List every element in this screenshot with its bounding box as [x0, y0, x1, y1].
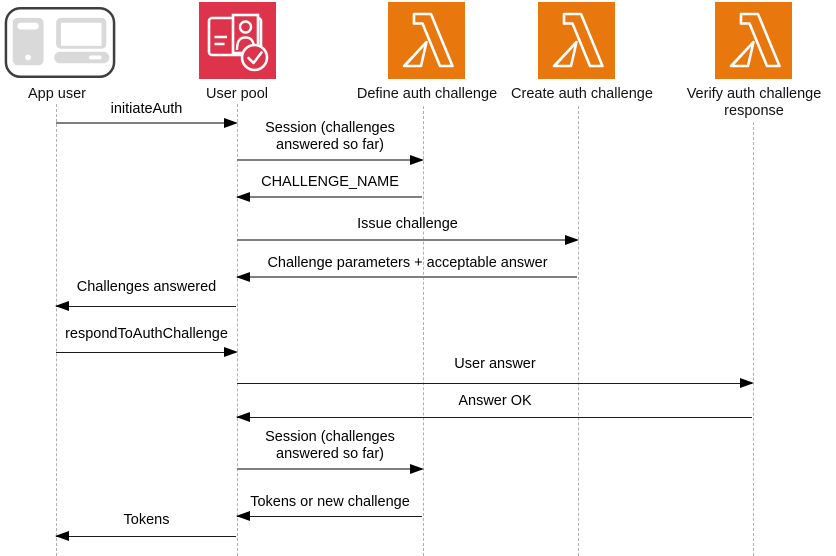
- lambda-icon: [538, 2, 615, 79]
- message-label: Answer OK: [458, 393, 532, 409]
- message-label: User answer: [454, 356, 536, 372]
- message-label: Challenge parameters + acceptable answer: [267, 255, 548, 271]
- lifeline-verify-auth-challenge-response: [753, 122, 754, 556]
- arrowhead-right-icon: [740, 378, 754, 388]
- message-line: [56, 122, 236, 124]
- message-line: [237, 468, 422, 470]
- message-line: [56, 306, 236, 307]
- message-label: Tokens: [123, 512, 170, 528]
- arrowhead-right-icon: [410, 464, 424, 474]
- arrowhead-right-icon: [410, 155, 424, 165]
- lambda-icon: [715, 2, 792, 79]
- arrowhead-right-icon: [224, 118, 238, 128]
- arrowhead-left-icon: [236, 272, 250, 282]
- actor-label-app-user: App user: [27, 86, 87, 102]
- message-line: [237, 417, 752, 418]
- message-line: [237, 196, 422, 198]
- message-label: Session (challenges answered so far): [265, 429, 395, 462]
- message-line: [56, 536, 236, 537]
- lifeline-app-user: [56, 104, 57, 556]
- message-line: [237, 239, 577, 241]
- message-line: [237, 276, 577, 278]
- message-label: initiateAuth: [110, 101, 183, 117]
- arrowhead-right-icon: [565, 235, 579, 245]
- message-line: [56, 352, 236, 353]
- message-line: [237, 159, 422, 161]
- message-label: respondToAuthChallenge: [65, 326, 228, 342]
- message-line: [237, 383, 752, 384]
- actor-label-create-auth-challenge: Create auth challenge: [511, 86, 653, 102]
- message-label: CHALLENGE_NAME: [261, 174, 399, 190]
- message-line: [237, 516, 422, 517]
- message-label: Challenges answered: [76, 279, 217, 295]
- arrowhead-left-icon: [236, 192, 250, 202]
- arrowhead-left-icon: [55, 531, 69, 541]
- app-user-devices-icon: [4, 6, 116, 79]
- arrowhead-left-icon: [55, 301, 69, 311]
- cognito-user-pool-icon: [199, 2, 276, 79]
- actor-label-user-pool: User pool: [205, 86, 269, 102]
- arrowhead-right-icon: [224, 347, 238, 357]
- message-label: Tokens or new challenge: [250, 494, 410, 510]
- message-label: Issue challenge: [357, 216, 458, 232]
- arrowhead-left-icon: [236, 412, 250, 422]
- lifeline-define-auth-challenge: [423, 106, 424, 556]
- message-label: Session (challenges answered so far): [265, 120, 395, 153]
- lifeline-create-auth-challenge: [578, 106, 579, 556]
- actor-label-define-auth-challenge: Define auth challenge: [356, 86, 498, 102]
- lambda-icon: [388, 2, 465, 79]
- actor-label-verify-auth-challenge-response: Verify auth challenge response: [686, 86, 822, 119]
- lifeline-user-pool: [237, 104, 238, 556]
- arrowhead-left-icon: [236, 511, 250, 521]
